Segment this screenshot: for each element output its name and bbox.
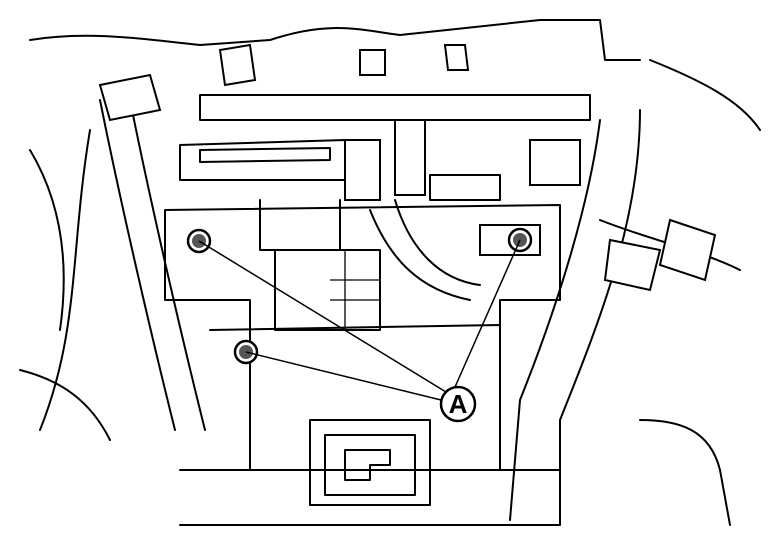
leader-line-upper-left [198, 240, 447, 393]
leader-line-upper-right [454, 239, 521, 388]
callout-label: A [449, 389, 468, 419]
background-structure [19, 19, 761, 526]
leader-line-lower-left [245, 351, 442, 401]
callout-a: A [439, 385, 477, 423]
callout-leaders [198, 239, 521, 401]
